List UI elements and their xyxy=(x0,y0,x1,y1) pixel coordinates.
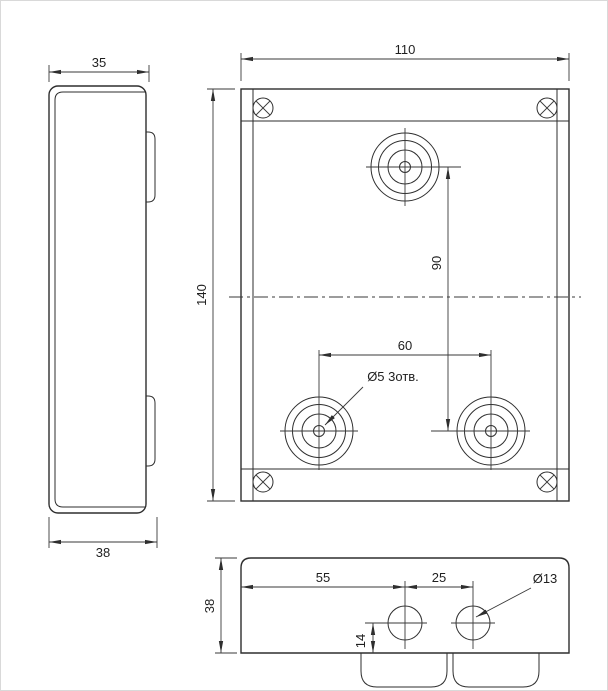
note-hole-diameter-5: Ø5 3отв. xyxy=(324,369,419,426)
bottom-hole-left xyxy=(365,581,427,649)
leader-line xyxy=(475,587,532,618)
dim-90-label: 90 xyxy=(429,256,444,270)
bottom-hole-right xyxy=(451,581,495,649)
corner-screw-bottom-right xyxy=(536,471,558,493)
corner-screw-bottom-left xyxy=(252,471,274,493)
dim-60-label: 60 xyxy=(398,338,412,353)
dim-38-side-label: 38 xyxy=(96,545,110,560)
leader-line xyxy=(324,386,364,426)
corner-screw-top-right xyxy=(536,97,558,119)
dimension-110: 110 xyxy=(240,42,570,81)
side-view-inner-wall xyxy=(54,91,146,508)
dimension-55: 55 xyxy=(241,570,405,590)
dimension-35: 35 xyxy=(48,55,150,82)
dimension-140: 140 xyxy=(194,88,235,502)
side-view: 35 38 xyxy=(48,55,158,560)
dim-55-label: 55 xyxy=(316,570,330,585)
dimension-38-side: 38 xyxy=(48,517,158,560)
corner-screw-top-left xyxy=(252,97,274,119)
dimension-25: 25 xyxy=(405,570,473,590)
bottom-view: 38 55 25 14 Ø13 xyxy=(202,557,570,688)
side-view-outline xyxy=(48,85,147,514)
knockout-top xyxy=(366,128,461,206)
front-view: 110 140 90 60 Ø5 3отв. xyxy=(194,42,581,502)
bottom-tab-right xyxy=(452,653,540,688)
front-view-outline xyxy=(240,88,570,502)
bottom-tab-left xyxy=(360,653,448,688)
dim-25-label: 25 xyxy=(432,570,446,585)
dimension-60: 60 xyxy=(319,338,491,358)
note-hole-diameter-13: Ø13 xyxy=(475,571,558,618)
side-view-boss-bottom xyxy=(146,395,156,467)
dim-110-label: 110 xyxy=(395,42,416,57)
dimension-38-bottom: 38 xyxy=(202,557,237,654)
knockout-bottom-right xyxy=(431,350,530,470)
note-o5-label: Ø5 3отв. xyxy=(367,369,419,384)
note-o13-label: Ø13 xyxy=(533,571,558,586)
knockout-bottom-left xyxy=(280,350,358,470)
dim-14-label: 14 xyxy=(353,634,368,648)
dimension-14: 14 xyxy=(353,623,376,653)
bottom-view-outline xyxy=(240,557,570,654)
dimension-90: 90 xyxy=(429,167,451,431)
dim-140-label: 140 xyxy=(194,284,209,306)
side-view-boss-top xyxy=(146,131,156,203)
dim-35-label: 35 xyxy=(92,55,106,70)
dim-38-bottom-label: 38 xyxy=(202,599,217,613)
